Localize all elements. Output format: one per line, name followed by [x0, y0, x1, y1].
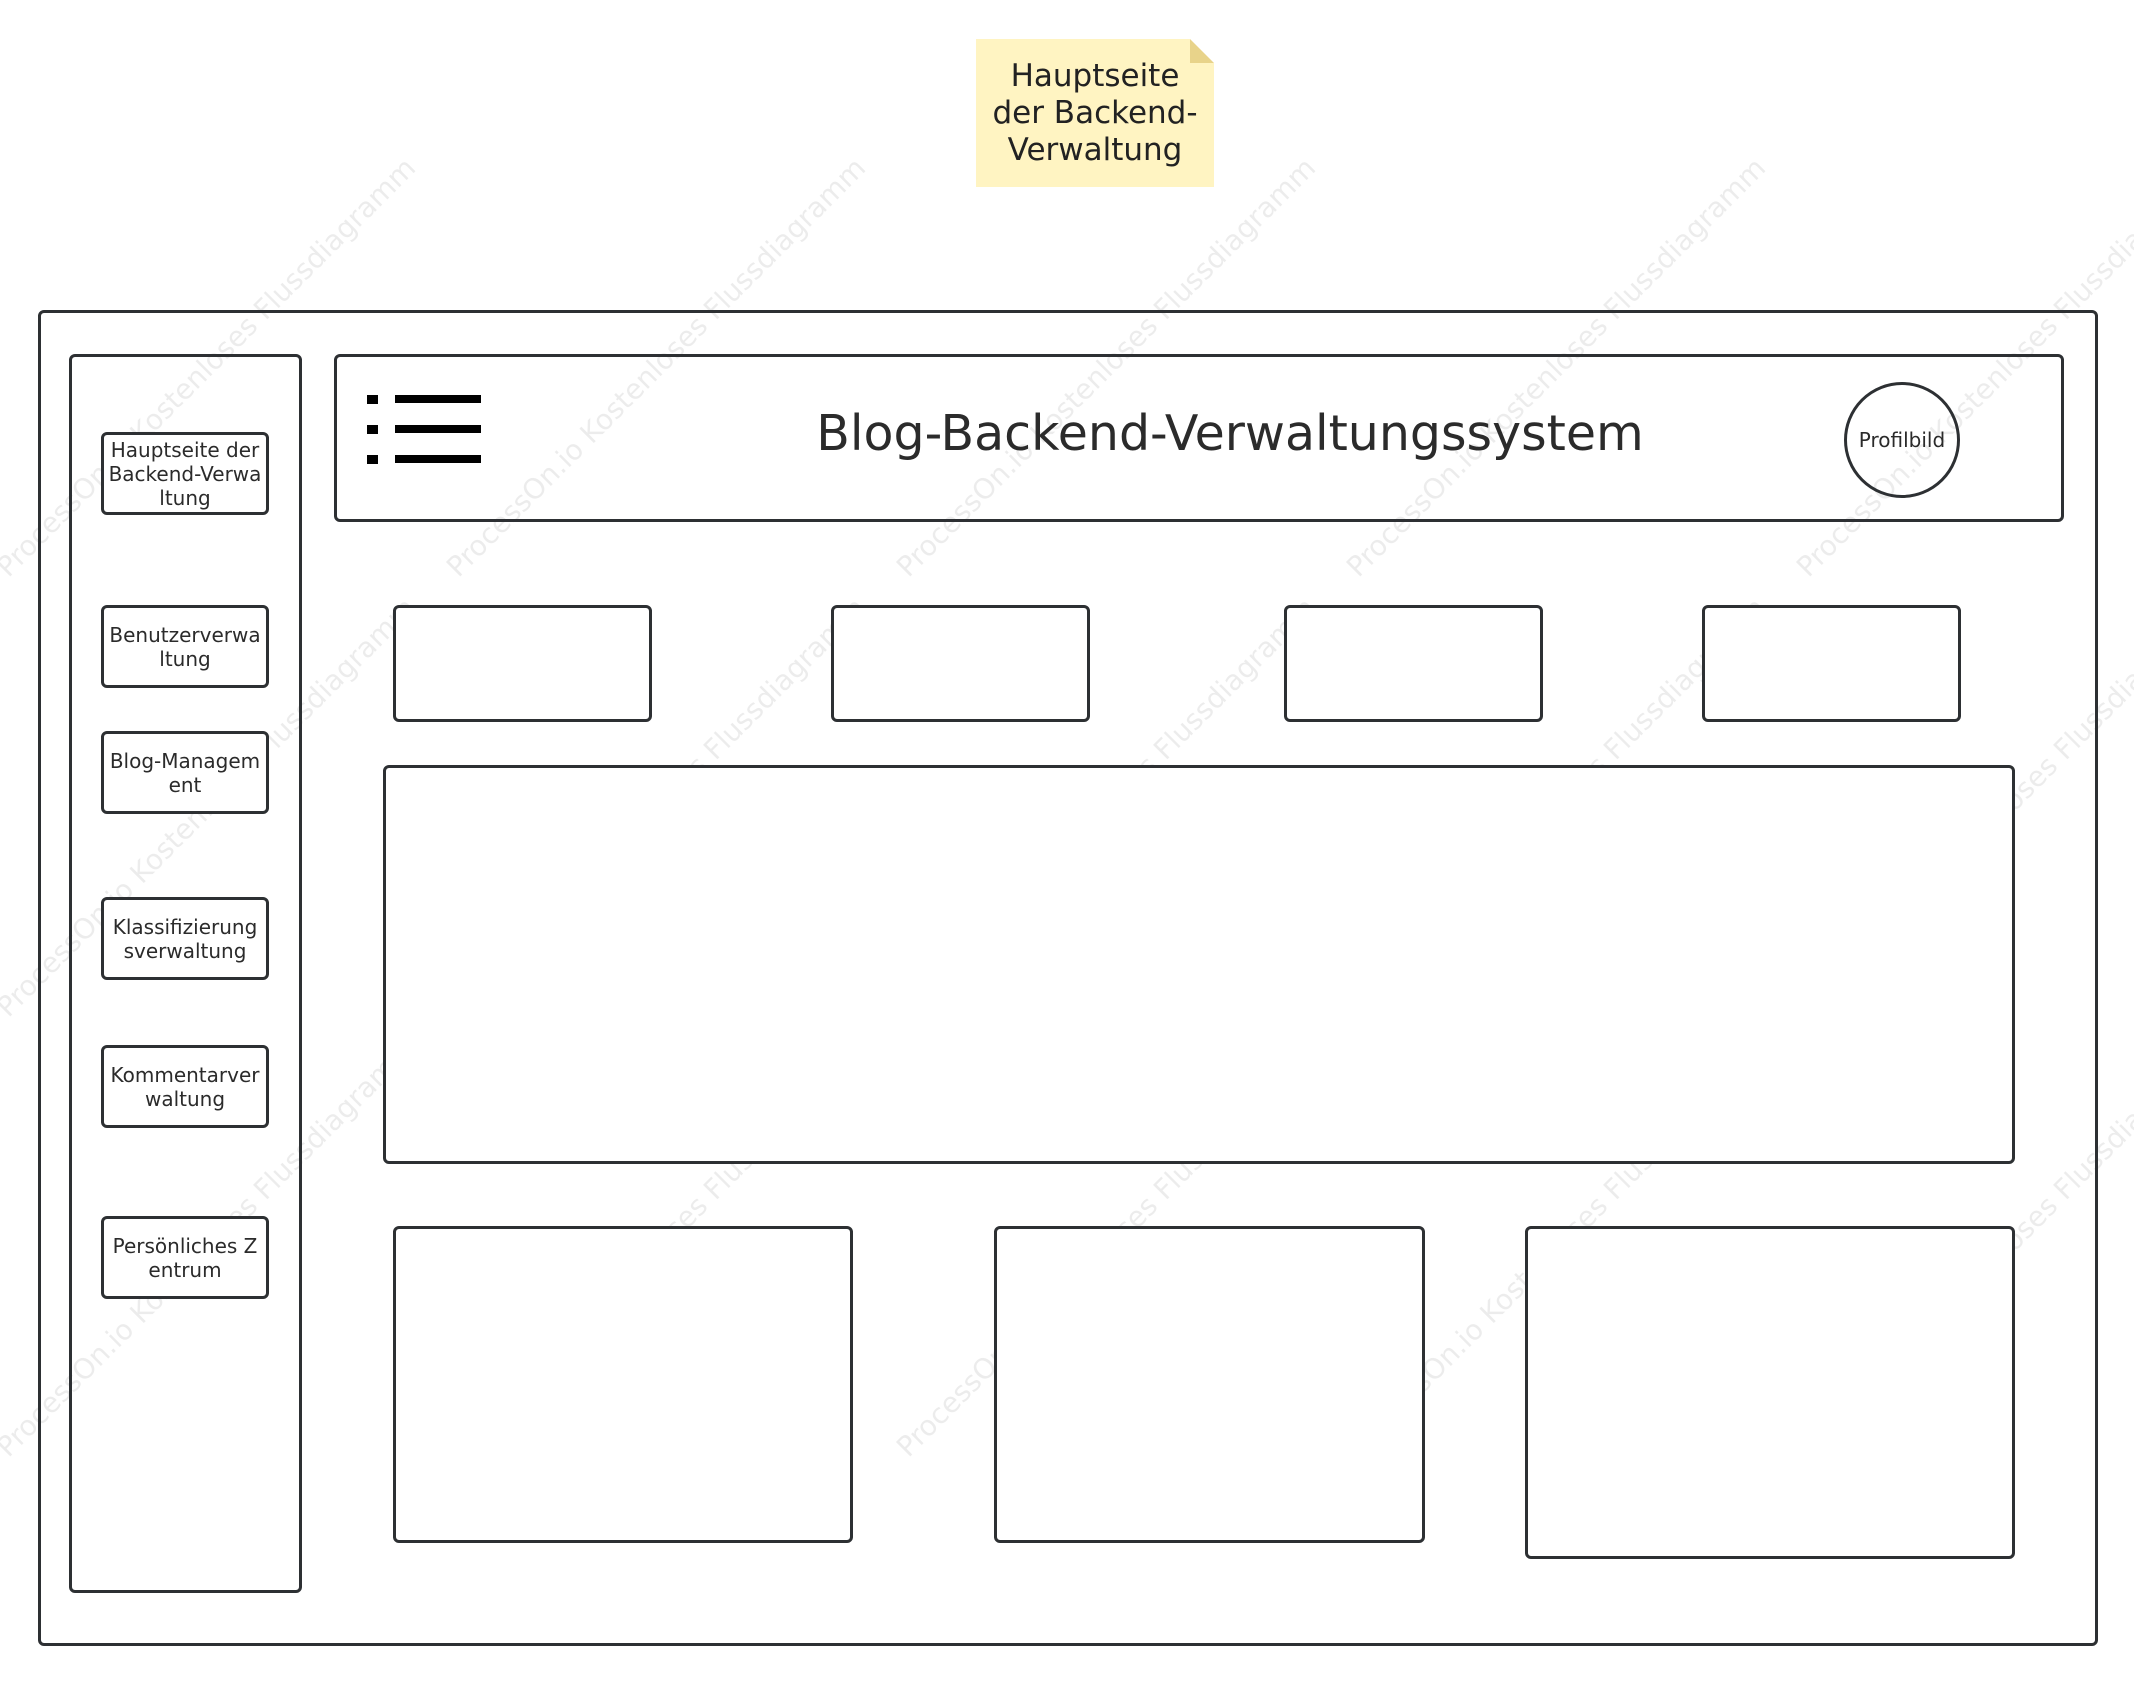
stat-card-4 — [1702, 605, 1961, 722]
sidebar-item-personal-center[interactable]: Persönliches Zentrum — [101, 1216, 269, 1299]
menu-list-icon[interactable] — [364, 392, 482, 464]
bottom-panel-3 — [1525, 1226, 2015, 1559]
bottom-panel-1 — [393, 1226, 853, 1543]
sidebar-panel — [69, 354, 302, 1593]
wireframe-outer-window — [38, 310, 2098, 1646]
sidebar-item-category-management[interactable]: Klassifizierungsverwaltung — [101, 897, 269, 980]
stat-card-3 — [1284, 605, 1543, 722]
header-bar — [334, 354, 2064, 522]
page-title: Blog-Backend-Verwaltungssystem — [816, 405, 1644, 462]
stat-card-1 — [393, 605, 652, 722]
avatar-label: Profilbild — [1858, 428, 1946, 452]
sidebar-item-label: Benutzerverwaltung — [109, 622, 261, 671]
main-content-panel — [383, 765, 2015, 1164]
note-fold-corner — [1190, 39, 1214, 63]
stat-card-2 — [831, 605, 1090, 722]
note-text: Hauptseite der Backend-Verwaltung — [992, 57, 1198, 168]
sticky-note: Hauptseite der Backend-Verwaltung — [976, 39, 1214, 187]
bottom-panel-2 — [994, 1226, 1425, 1543]
sidebar-item-dashboard[interactable]: Hauptseite der Backend-Verwaltung — [101, 432, 269, 515]
sidebar-item-label: Persönliches Zentrum — [112, 1233, 258, 1282]
sidebar-item-label: Klassifizierungsverwaltung — [112, 914, 258, 963]
sidebar-item-label: Hauptseite der Backend-Verwaltung — [108, 437, 262, 510]
sidebar-item-comment-management[interactable]: Kommentarverwaltung — [101, 1045, 269, 1128]
sidebar-item-label: Blog-Management — [109, 748, 261, 797]
sidebar-item-user-management[interactable]: Benutzerverwaltung — [101, 605, 269, 688]
avatar[interactable]: Profilbild — [1844, 382, 1960, 498]
sidebar-item-label: Kommentarverwaltung — [110, 1062, 260, 1111]
sidebar-item-blog-management[interactable]: Blog-Management — [101, 731, 269, 814]
